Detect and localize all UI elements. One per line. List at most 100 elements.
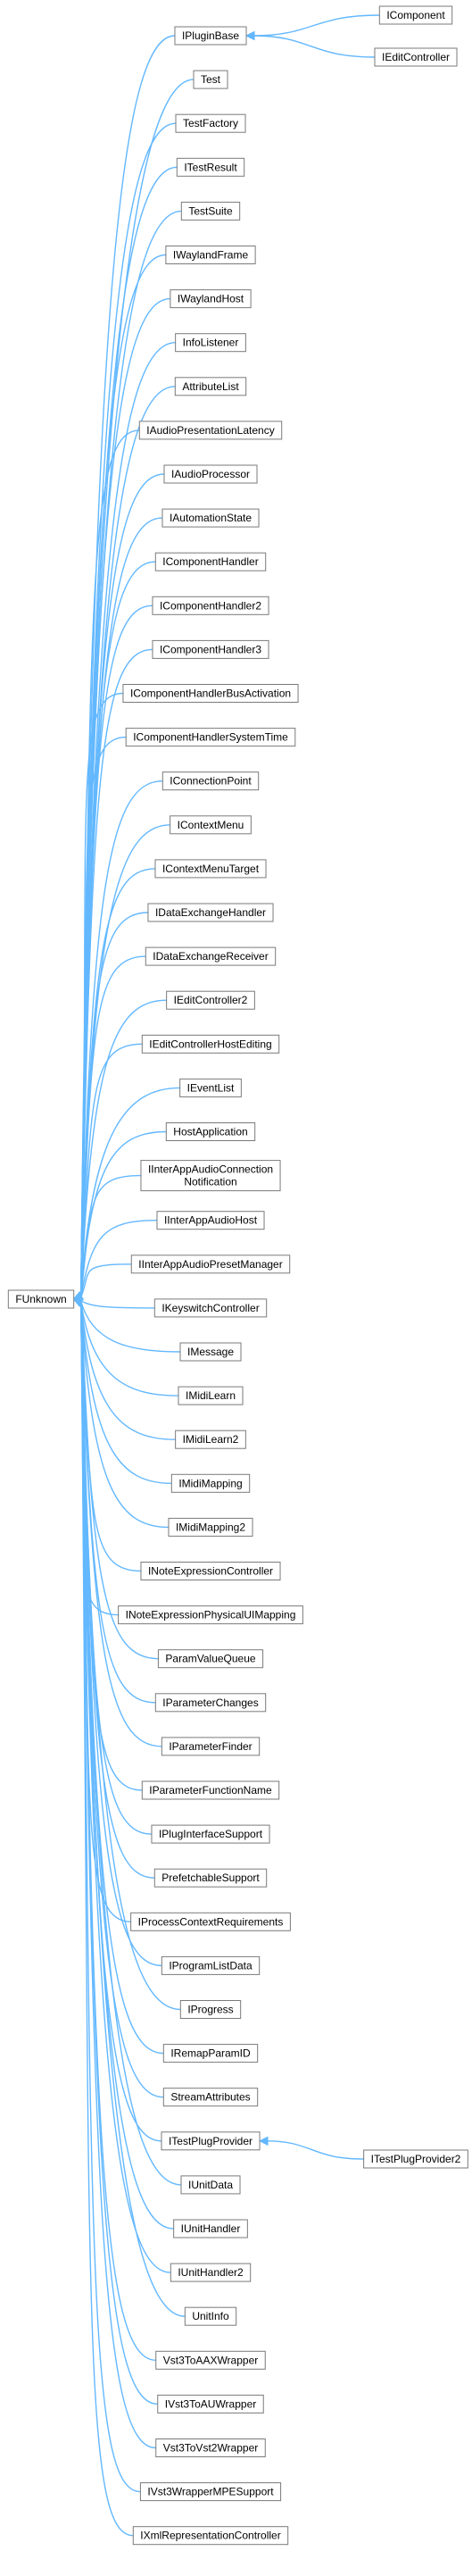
edge-paramvaluequeue-to-funknown-line bbox=[79, 1300, 159, 1660]
class-node-funknown[interactable]: FUnknown bbox=[7, 1289, 75, 1309]
class-node-box bbox=[170, 2263, 252, 2282]
class-node-label: IMessage bbox=[187, 1346, 234, 1358]
class-node-icomponenthandler[interactable]: IComponentHandler bbox=[154, 552, 267, 571]
class-node-label: IInterAppAudioConnection bbox=[148, 1163, 273, 1176]
class-node-box bbox=[140, 1160, 281, 1192]
edge-ikeyswitchcontroller-to-funknown-line bbox=[80, 1300, 155, 1309]
class-node-label: IParameterFunctionName bbox=[149, 1784, 272, 1797]
edge-ivst3toauwrapper-to-funknown-line bbox=[79, 1300, 158, 2405]
class-node-box bbox=[154, 1693, 267, 1713]
class-node-box bbox=[156, 1211, 265, 1230]
class-node-icontextmenutarget[interactable]: IContextMenuTarget bbox=[154, 859, 267, 879]
class-node-infolistener[interactable]: InfoListener bbox=[175, 333, 246, 353]
class-node-vst3tovst2wrapper[interactable]: Vst3ToVst2Wrapper bbox=[155, 2438, 266, 2457]
class-node-box bbox=[178, 1386, 244, 1405]
class-node-ieditcontrollerhostediting[interactable]: IEditControllerHostEditing bbox=[141, 1034, 280, 1054]
class-node-iprogress[interactable]: IProgress bbox=[179, 2000, 242, 2019]
class-node-icomponenthandlerbusactivation[interactable]: IComponentHandlerBusActivation bbox=[122, 684, 299, 703]
class-node-iunithandler[interactable]: IUnitHandler bbox=[173, 2219, 248, 2238]
edge-inoteexpressioncontroller-to-funknown-line bbox=[79, 1300, 141, 1572]
class-node-iprogramlistdata[interactable]: IProgramListData bbox=[161, 1955, 261, 1975]
class-node-label: IComponent bbox=[386, 9, 445, 21]
class-node-iparameterchanges[interactable]: IParameterChanges bbox=[154, 1693, 267, 1713]
class-node-imidilearn2[interactable]: IMidiLearn2 bbox=[175, 1430, 246, 1449]
class-node-box bbox=[141, 1034, 280, 1054]
class-node-box bbox=[152, 596, 269, 615]
class-node-box bbox=[152, 639, 269, 659]
class-node-ieventlist[interactable]: IEventList bbox=[179, 1078, 242, 1097]
class-node-box bbox=[161, 1737, 261, 1756]
class-node-label: IInterAppAudioHost bbox=[164, 1214, 258, 1227]
class-node-box bbox=[374, 47, 458, 67]
class-node-streamattributes[interactable]: StreamAttributes bbox=[162, 2088, 259, 2107]
edge-iinterappaudioconnectionnotification-to-funknown-line bbox=[79, 1174, 141, 1298]
class-node-box bbox=[139, 2482, 282, 2502]
class-node-label: IPluginBase bbox=[182, 29, 239, 42]
class-node-iaudioprocessor[interactable]: IAudioProcessor bbox=[163, 464, 258, 484]
class-node-idataexchangereceiver[interactable]: IDataExchangeReceiver bbox=[145, 946, 277, 966]
class-node-itestplugprovider2[interactable]: ITestPlugProvider2 bbox=[363, 2149, 468, 2169]
class-node-box bbox=[168, 1517, 253, 1537]
edge-iunitdata-to-funknown-line bbox=[79, 1300, 181, 2186]
class-node-label: IRemapParamID bbox=[170, 2047, 251, 2060]
class-node-iparameterfinder[interactable]: IParameterFinder bbox=[161, 1737, 261, 1756]
class-node-paramvaluequeue[interactable]: ParamValueQueue bbox=[157, 1649, 264, 1669]
class-node-hostapplication[interactable]: HostApplication bbox=[165, 1122, 256, 1141]
edge-itestplugprovider2-to-itestplugprovider-arrowhead bbox=[258, 2136, 269, 2147]
class-node-icomponenthandler2[interactable]: IComponentHandler2 bbox=[152, 596, 269, 615]
class-node-inoteexpressioncontroller[interactable]: INoteExpressionController bbox=[140, 1562, 281, 1580]
class-node-ivst3wrappermpesupport[interactable]: IVst3WrapperMPESupport bbox=[139, 2482, 282, 2502]
class-node-icomponenthandler3[interactable]: IComponentHandler3 bbox=[152, 639, 269, 659]
class-node-iunithandler2[interactable]: IUnitHandler2 bbox=[170, 2263, 252, 2282]
class-node-imessage[interactable]: IMessage bbox=[179, 1342, 242, 1362]
class-node-itestresult[interactable]: ITestResult bbox=[176, 157, 245, 177]
class-node-iconnectionpoint[interactable]: IConnectionPoint bbox=[161, 771, 260, 791]
class-node-attributelist[interactable]: AttributeList bbox=[174, 377, 247, 396]
class-node-iremapparamid[interactable]: IRemapParamID bbox=[162, 2044, 259, 2063]
class-node-ixmlrepresentationcontroller[interactable]: IXmlRepresentationController bbox=[132, 2526, 289, 2546]
class-node-label: HostApplication bbox=[173, 1126, 247, 1138]
class-node-box bbox=[153, 1868, 268, 1888]
class-node-label: IAutomationState bbox=[170, 512, 252, 524]
class-node-inoteexpressionphysicaluimapping[interactable]: INoteExpressionPhysicalUIMapping bbox=[118, 1605, 303, 1625]
edge-layer bbox=[72, 14, 380, 2537]
class-node-itestplugprovider[interactable]: ITestPlugProvider bbox=[161, 2131, 261, 2151]
class-node-label: Test bbox=[201, 73, 221, 86]
class-node-icontextmenu[interactable]: IContextMenu bbox=[170, 815, 252, 835]
edge-iwaylandhost-to-funknown-line bbox=[79, 297, 170, 1298]
class-node-label: IPlugInterfaceSupport bbox=[159, 1828, 263, 1840]
class-node-vst3toaaxwrapper[interactable]: Vst3ToAAXWrapper bbox=[155, 2350, 266, 2370]
class-node-box bbox=[157, 1649, 264, 1669]
class-node-ipluginbase[interactable]: IPluginBase bbox=[174, 26, 247, 46]
class-node-unitinfo[interactable]: UnitInfo bbox=[184, 2306, 237, 2326]
class-node-label: IUnitHandler2 bbox=[178, 2266, 244, 2279]
class-node-ipluginterfacesupport[interactable]: IPlugInterfaceSupport bbox=[151, 1824, 270, 1844]
class-node-test[interactable]: Test bbox=[193, 70, 228, 89]
class-node-iprocesscontextrequirements[interactable]: IProcessContextRequirements bbox=[130, 1912, 291, 1931]
class-node-iparameterfunctionname[interactable]: IParameterFunctionName bbox=[141, 1780, 280, 1800]
class-node-iunitdata[interactable]: IUnitData bbox=[180, 2175, 241, 2195]
class-node-iinterappaudiopresetmanager[interactable]: IInterAppAudioPresetManager bbox=[130, 1255, 291, 1274]
class-node-label: IVst3ToAUWrapper bbox=[165, 2397, 257, 2410]
class-node-iwaylandhost[interactable]: IWaylandHost bbox=[170, 289, 252, 309]
class-node-ieditcontroller[interactable]: IEditController bbox=[374, 47, 458, 67]
class-node-imidilearn[interactable]: IMidiLearn bbox=[178, 1386, 244, 1405]
class-node-idataexchangehandler[interactable]: IDataExchangeHandler bbox=[147, 903, 274, 922]
class-node-imidimapping2[interactable]: IMidiMapping2 bbox=[168, 1517, 253, 1537]
class-node-prefetchablesupport[interactable]: PrefetchableSupport bbox=[153, 1868, 268, 1888]
class-node-testfactory[interactable]: TestFactory bbox=[175, 113, 246, 133]
class-node-box bbox=[118, 1605, 303, 1625]
class-node-icomponenthandlersystemtime[interactable]: IComponentHandlerSystemTime bbox=[125, 728, 296, 747]
class-node-ikeyswitchcontroller[interactable]: IKeyswitchController bbox=[153, 1298, 268, 1318]
class-node-testsuite[interactable]: TestSuite bbox=[180, 201, 241, 221]
class-node-ieditcontroller2[interactable]: IEditController2 bbox=[166, 990, 255, 1010]
class-node-iinterappaudiohost[interactable]: IInterAppAudioHost bbox=[156, 1211, 265, 1230]
class-node-iautomationstate[interactable]: IAutomationState bbox=[161, 508, 260, 528]
class-node-icomponent[interactable]: IComponent bbox=[378, 5, 453, 25]
class-node-iaudiopresentationlatency[interactable]: IAudioPresentationLatency bbox=[138, 421, 283, 440]
class-node-ivst3toauwrapper[interactable]: IVst3ToAUWrapper bbox=[157, 2394, 264, 2413]
class-node-iwaylandframe[interactable]: IWaylandFrame bbox=[165, 246, 256, 264]
class-node-box bbox=[161, 2131, 261, 2151]
class-node-imidimapping[interactable]: IMidiMapping bbox=[170, 1473, 251, 1493]
